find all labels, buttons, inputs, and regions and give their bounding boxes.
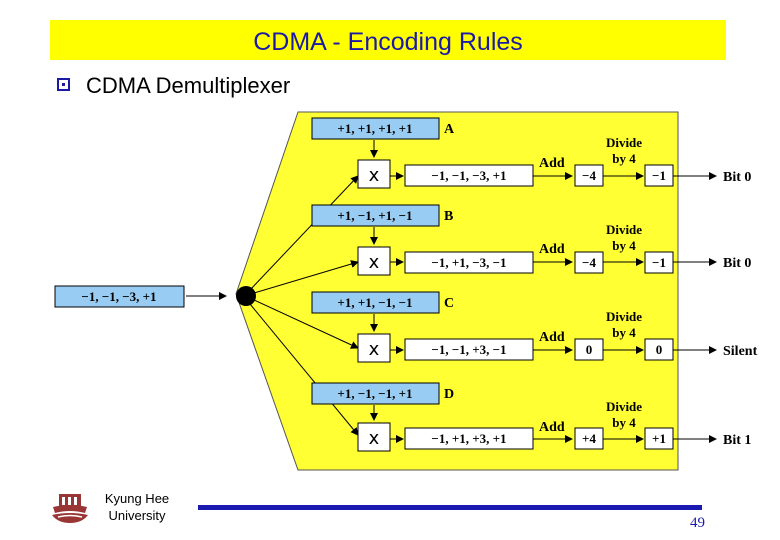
junction-dot bbox=[236, 286, 256, 306]
add-label: Add bbox=[539, 156, 565, 171]
page-number: 49 bbox=[690, 515, 705, 531]
add-label: Add bbox=[539, 330, 565, 345]
chip-code-box bbox=[311, 117, 440, 140]
result-text: +1 bbox=[652, 431, 666, 446]
result-text: −1 bbox=[652, 168, 666, 183]
channel-b: +1, −1, +1, −1 B x −1, +1, −3, −1 Add −4… bbox=[311, 204, 751, 276]
output-label: Bit 1 bbox=[723, 433, 751, 448]
station-label: A bbox=[444, 122, 455, 137]
fanout-line-a bbox=[249, 175, 359, 291]
university-name: Kyung Hee University bbox=[92, 490, 182, 524]
product-text: −1, −1, +3, −1 bbox=[431, 342, 506, 357]
multiplier-box bbox=[357, 333, 391, 363]
divide-label: Divide bbox=[606, 222, 642, 237]
sum-text: −4 bbox=[582, 168, 596, 183]
multiply-symbol: x bbox=[369, 165, 380, 186]
chip-code-box bbox=[311, 204, 440, 227]
chip-code-box bbox=[311, 291, 440, 314]
fanout-line-c bbox=[253, 299, 359, 349]
multiply-symbol: x bbox=[369, 339, 380, 360]
station-label: D bbox=[444, 387, 454, 402]
station-label: B bbox=[444, 209, 453, 224]
input-sequence-box bbox=[54, 285, 185, 308]
result-text: −1 bbox=[652, 255, 666, 270]
chip-code-box bbox=[311, 382, 440, 405]
divide-label: Divide bbox=[606, 135, 642, 150]
output-label: Bit 0 bbox=[723, 170, 751, 185]
slide-title: CDMA - Encoding Rules bbox=[253, 28, 523, 56]
input-sequence-text: −1, −1, −3, +1 bbox=[81, 289, 156, 304]
channel-c: +1, +1, −1, −1 C x −1, −1, +3, −1 Add 0 … bbox=[311, 291, 758, 363]
channel-d: +1, −1, −1, +1 D x −1, +1, +3, +1 Add +4… bbox=[311, 382, 751, 452]
multiplier-box bbox=[357, 246, 391, 276]
multiply-symbol: x bbox=[369, 428, 380, 449]
output-label: Bit 0 bbox=[723, 256, 751, 271]
university-name-line2: University bbox=[108, 508, 166, 523]
sum-text: 0 bbox=[586, 342, 593, 357]
product-text: −1, +1, +3, +1 bbox=[431, 431, 506, 446]
add-label: Add bbox=[539, 242, 565, 257]
channel-a: +1, +1, +1, +1 A x −1, −1, −3, +1 Add −4… bbox=[311, 117, 751, 189]
output-label: Silent bbox=[723, 344, 758, 359]
sum-text: −4 bbox=[582, 255, 596, 270]
chip-code-text: +1, −1, −1, +1 bbox=[337, 386, 412, 401]
slide-subtitle: CDMA Demultiplexer bbox=[86, 73, 291, 98]
divide-label-by: by 4 bbox=[612, 151, 636, 166]
university-name-line1: Kyung Hee bbox=[104, 491, 170, 506]
university-logo-icon bbox=[52, 494, 88, 523]
footer-divider bbox=[198, 505, 702, 510]
fanout-line-b bbox=[253, 260, 359, 294]
chip-code-text: +1, −1, +1, −1 bbox=[337, 208, 412, 223]
product-text: −1, +1, −3, −1 bbox=[431, 255, 506, 270]
add-label: Add bbox=[539, 420, 565, 435]
divide-label-by: by 4 bbox=[612, 238, 636, 253]
title-bar: CDMA - Encoding Rules bbox=[50, 20, 726, 60]
diagram-background bbox=[235, 111, 679, 471]
multiplier-box bbox=[357, 422, 391, 452]
bullet-icon bbox=[57, 78, 70, 91]
divide-label: Divide bbox=[606, 309, 642, 324]
result-text: 0 bbox=[656, 342, 663, 357]
divide-label-by: by 4 bbox=[612, 325, 636, 340]
station-label: C bbox=[444, 296, 454, 311]
product-text: −1, −1, −3, +1 bbox=[431, 168, 506, 183]
divide-label: Divide bbox=[606, 399, 642, 414]
chip-code-text: +1, +1, +1, +1 bbox=[337, 121, 412, 136]
multiplier-box bbox=[357, 159, 391, 189]
multiply-symbol: x bbox=[369, 252, 380, 273]
divide-label-by: by 4 bbox=[612, 415, 636, 430]
sum-text: +4 bbox=[582, 431, 596, 446]
fanout-line-d bbox=[249, 303, 359, 436]
chip-code-text: +1, +1, −1, −1 bbox=[337, 295, 412, 310]
